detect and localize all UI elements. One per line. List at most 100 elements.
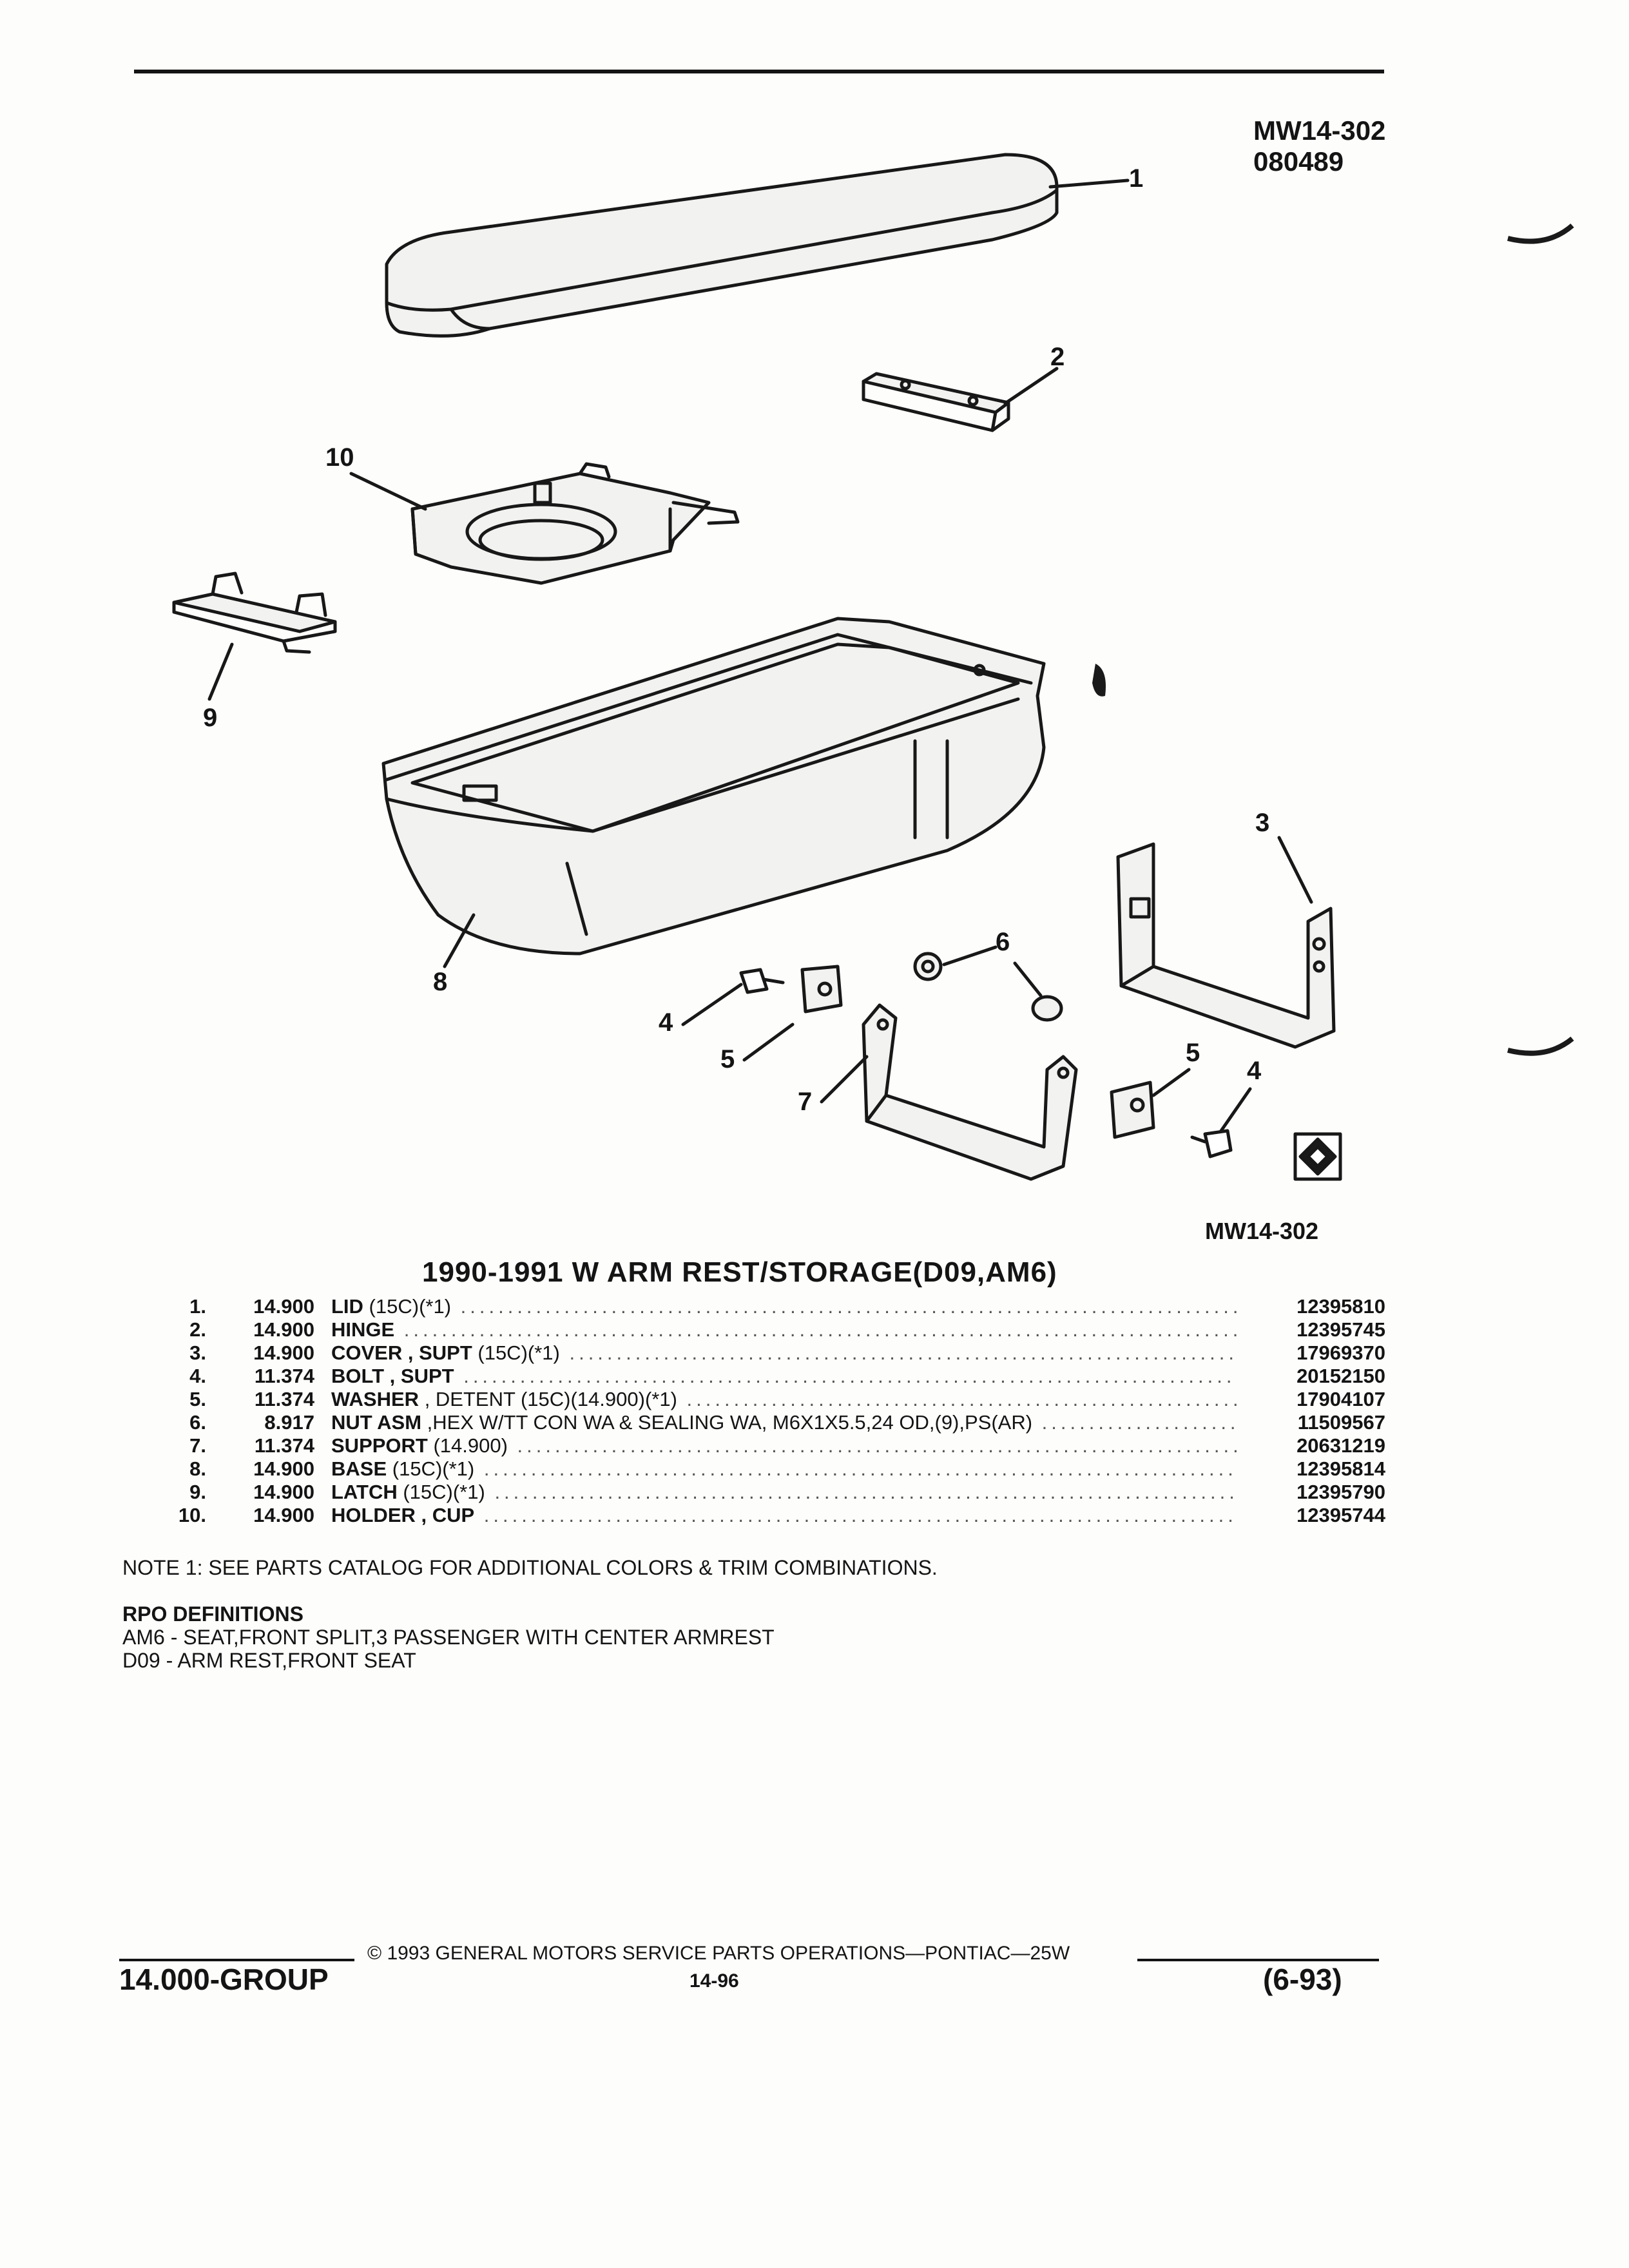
- leader-7: [820, 1055, 869, 1104]
- part-detail: , DETENT (15C)(14.900)(*1): [419, 1388, 677, 1410]
- item-number: 2.: [189, 1318, 206, 1341]
- washer-part-left: [800, 965, 843, 1014]
- footer-group: 14.000-GROUP: [119, 1963, 329, 1996]
- leader-8: [443, 913, 476, 968]
- cup-holder-part: [410, 462, 740, 585]
- group-number: 14.900: [253, 1295, 314, 1318]
- part-name: HINGE: [331, 1318, 395, 1341]
- support-cover-part: [1116, 842, 1336, 1049]
- nut-part: [913, 952, 1063, 1022]
- part-name: BOLT , SUPT: [331, 1365, 454, 1387]
- parts-row: 5. 11.374 WASHER , DETENT (15C)(14.900)(*1…: [161, 1388, 1385, 1411]
- footer-rule-left: [119, 1959, 354, 1961]
- part-number: 12395814: [1296, 1457, 1385, 1480]
- item-number: 10.: [178, 1504, 206, 1526]
- part-number: 12395744: [1296, 1504, 1385, 1526]
- callout-7: 7: [798, 1088, 813, 1116]
- rpo-line-d09: D09 - ARM REST,FRONT SEAT: [122, 1649, 416, 1672]
- service-parts-logo-icon: [1293, 1132, 1342, 1181]
- callout-4-right: 4: [1247, 1057, 1262, 1085]
- part-description: COVER , SUPT (15C)(*1) .................…: [331, 1341, 1237, 1364]
- part-description: HOLDER , CUP ...........................…: [331, 1504, 1237, 1526]
- part-number: 12395745: [1296, 1318, 1385, 1341]
- leader-1: [1048, 178, 1130, 189]
- part-detail: ,HEX W/TT CON WA & SEALING WA, M6X1X5.5,…: [421, 1411, 1033, 1434]
- washer-part-right: [1110, 1081, 1155, 1139]
- exploded-parts-diagram: [172, 153, 1574, 1181]
- lid-part: [385, 153, 1059, 338]
- callout-10: 10: [325, 443, 354, 472]
- group-number: 14.900: [253, 1481, 314, 1503]
- group-number: 14.900: [253, 1457, 314, 1480]
- footer-rule-right: [1137, 1959, 1379, 1961]
- leader-5a: [742, 1023, 795, 1062]
- callout-4-left: 4: [659, 1008, 673, 1037]
- bolt-part-left: [739, 968, 785, 994]
- latch-part: [172, 572, 337, 654]
- support-part: [862, 1003, 1078, 1181]
- part-number: 20152150: [1296, 1365, 1385, 1387]
- part-name: LID: [331, 1295, 363, 1318]
- item-number: 9.: [189, 1481, 206, 1503]
- footer-page-number: 14-96: [689, 1970, 739, 1992]
- item-number: 7.: [189, 1434, 206, 1457]
- part-detail: (15C)(*1): [397, 1481, 485, 1503]
- bolt-part-right: [1190, 1129, 1233, 1158]
- part-name: WASHER: [331, 1388, 419, 1410]
- callout-5-left: 5: [720, 1045, 735, 1073]
- callout-6: 6: [996, 928, 1010, 956]
- footer-revision: (6-93): [1263, 1963, 1342, 1996]
- leader-5b: [1152, 1068, 1191, 1097]
- callout-8: 8: [433, 968, 448, 996]
- group-number: 11.374: [254, 1365, 314, 1387]
- part-name: BASE: [331, 1457, 387, 1480]
- item-number: 4.: [189, 1365, 206, 1387]
- section-title: 1990-1991 W ARM REST/STORAGE(D09,AM6): [422, 1256, 1057, 1288]
- part-detail: (15C)(*1): [363, 1295, 452, 1318]
- leader-10: [349, 472, 427, 511]
- part-description: SUPPORT (14.900) .......................…: [331, 1434, 1237, 1457]
- part-detail: (15C)(*1): [472, 1341, 560, 1364]
- rpo-line-am6: AM6 - SEAT,FRONT SPLIT,3 PASSENGER WITH …: [122, 1626, 775, 1649]
- punch-mark-2: [1507, 1036, 1574, 1056]
- item-number: 8.: [189, 1457, 206, 1480]
- group-number: 14.900: [253, 1341, 314, 1364]
- part-detail: (14.900): [427, 1434, 508, 1457]
- item-number: 6.: [189, 1411, 206, 1434]
- item-number: 1.: [189, 1295, 206, 1318]
- callout-5-right: 5: [1186, 1039, 1200, 1067]
- footer-copyright: © 1993 GENERAL MOTORS SERVICE PARTS OPER…: [367, 1943, 1070, 1964]
- part-name: LATCH: [331, 1481, 398, 1503]
- part-name: HOLDER , CUP: [331, 1504, 475, 1526]
- part-name: SUPPORT: [331, 1434, 428, 1457]
- leader-3: [1277, 836, 1313, 904]
- part-number: 11509567: [1297, 1411, 1385, 1434]
- part-detail: (15C)(*1): [387, 1457, 475, 1480]
- item-number: 5.: [189, 1388, 206, 1410]
- part-name: COVER , SUPT: [331, 1341, 472, 1364]
- callout-1: 1: [1129, 164, 1144, 193]
- rpo-heading: RPO DEFINITIONS: [122, 1602, 304, 1626]
- part-number: 12395810: [1296, 1295, 1385, 1318]
- base-part: [381, 617, 1046, 956]
- callout-2: 2: [1050, 343, 1065, 371]
- part-description: BOLT , SUPT ............................…: [331, 1365, 1237, 1387]
- callout-9: 9: [203, 704, 218, 732]
- top-rule: [134, 70, 1384, 73]
- part-number: 20631219: [1296, 1434, 1385, 1457]
- group-number: 8.917: [264, 1411, 314, 1434]
- group-number: 11.374: [254, 1388, 314, 1410]
- leader-9: [207, 642, 234, 701]
- leader-4b: [1219, 1087, 1252, 1133]
- ink-blot: [1092, 664, 1106, 697]
- leader-6b: [1013, 961, 1043, 997]
- leader-4a: [681, 983, 743, 1026]
